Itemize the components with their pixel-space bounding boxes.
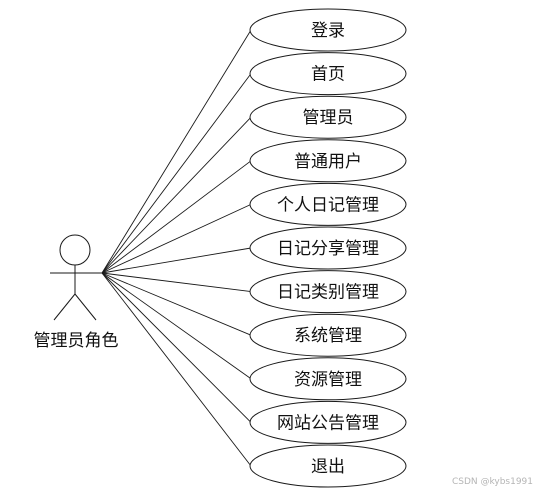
use-case: 资源管理 <box>249 357 407 401</box>
use-case-ellipse <box>249 400 407 444</box>
use-case-ellipse <box>249 95 407 139</box>
association-line <box>101 29 252 274</box>
use-case: 个人日记管理 <box>249 182 407 226</box>
use-case: 网站公告管理 <box>249 400 407 444</box>
use-case-label: 日记类别管理 <box>277 283 379 303</box>
use-case-ellipse <box>249 444 407 488</box>
use-case-ellipse <box>249 52 407 96</box>
use-case-ellipse <box>249 357 407 401</box>
use-case-ellipse <box>249 139 407 183</box>
use-case: 登录 <box>249 8 407 52</box>
use-case-ellipse <box>249 313 407 357</box>
use-case-list: 登录首页管理员普通用户个人日记管理日记分享管理日记类别管理系统管理资源管理网站公… <box>249 8 407 488</box>
association-line <box>101 272 252 423</box>
association-line <box>101 272 252 336</box>
use-case: 首页 <box>249 52 407 96</box>
use-case: 日记类别管理 <box>249 270 407 314</box>
use-case: 普通用户 <box>249 139 407 183</box>
use-case: 系统管理 <box>249 313 407 357</box>
use-case-label: 日记分享管理 <box>277 239 379 259</box>
use-case: 退出 <box>249 444 407 488</box>
use-case-ellipse <box>249 226 407 270</box>
actor-right-leg <box>74 293 97 321</box>
use-case-label: 登录 <box>311 21 345 41</box>
association-line <box>101 160 252 274</box>
association-line <box>101 247 252 274</box>
association-line <box>101 116 252 274</box>
association-line <box>101 203 252 274</box>
actor-figure: 管理员角色 <box>34 234 119 351</box>
watermark: CSDN @kybs1991 <box>451 477 533 487</box>
use-case-ellipse <box>249 270 407 314</box>
association-line <box>101 272 252 380</box>
use-case-label: 网站公告管理 <box>277 413 379 433</box>
actor-head <box>59 234 91 266</box>
association-lines <box>101 29 252 467</box>
actor-label: 管理员角色 <box>34 331 119 351</box>
use-case-label: 个人日记管理 <box>277 195 379 215</box>
association-line <box>101 73 252 274</box>
use-case-label: 首页 <box>311 65 345 85</box>
use-case-label: 普通用户 <box>294 152 362 172</box>
use-case: 日记分享管理 <box>249 226 407 270</box>
use-case: 管理员 <box>249 95 407 139</box>
use-case-label: 系统管理 <box>294 326 362 346</box>
association-line <box>101 272 252 467</box>
association-line <box>101 272 252 293</box>
use-case-ellipse <box>249 8 407 52</box>
use-case-label: 管理员 <box>303 108 354 128</box>
use-case-label: 资源管理 <box>294 370 362 390</box>
actor-left-leg <box>53 293 76 321</box>
use-case-label: 退出 <box>311 457 345 477</box>
use-case-ellipse <box>249 182 407 226</box>
